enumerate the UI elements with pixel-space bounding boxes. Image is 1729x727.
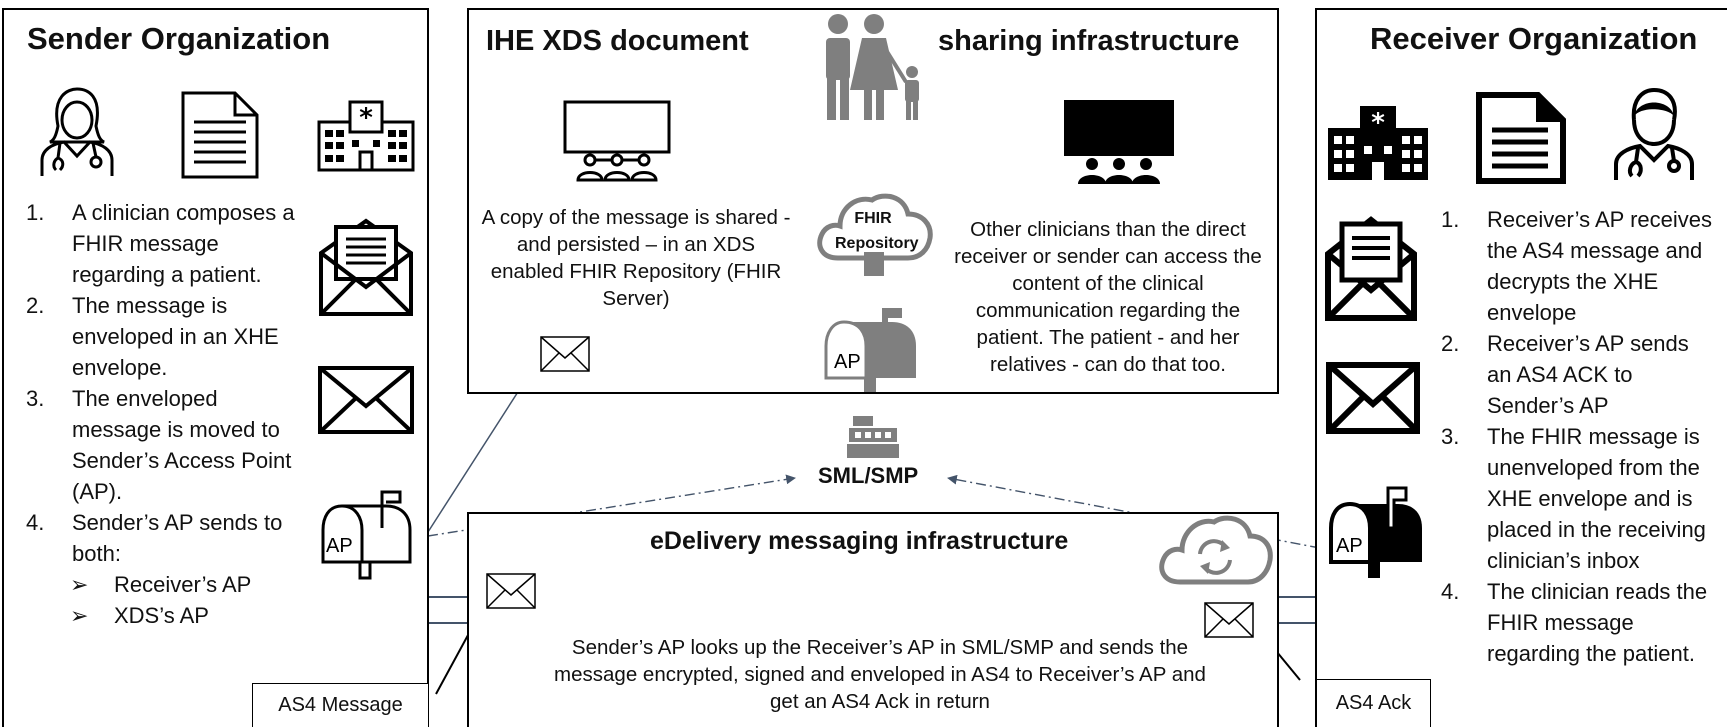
list-item: 1.A clinician composes a FHIR message re… <box>26 200 295 287</box>
as4-ack-label: AS4 Ack <box>1317 679 1431 727</box>
receiver-hospital-icon: * <box>1328 106 1428 180</box>
sender-title: Sender Organization <box>27 21 331 56</box>
xds-envelope-icon <box>540 336 590 372</box>
xds-title-right: sharing infrastructure <box>938 25 1240 57</box>
receiver-mailbox-icon: AP <box>1329 486 1422 578</box>
edelivery-panel <box>467 512 1279 727</box>
male-clinician-icon <box>1614 87 1694 180</box>
presentation-audience-icon <box>563 100 671 182</box>
as4-message-envelope-icon <box>486 573 536 609</box>
sender-steps-list: 1.A clinician composes a FHIR message re… <box>26 197 316 631</box>
presentation-audience-filled-icon <box>1064 100 1174 184</box>
list-item: 4.Sender’s AP sends to both: <box>26 510 283 566</box>
arrow-ap-to-xds <box>427 369 533 533</box>
list-item: 4.The clinician reads the FHIR message r… <box>1441 579 1708 666</box>
edelivery-title: eDelivery messaging infrastructure <box>650 527 1069 555</box>
xds-mailbox-icon: AP <box>824 308 916 392</box>
fhir-repository-label: FHIR Repository <box>835 210 919 252</box>
svg-text:*: * <box>1371 108 1385 138</box>
family-icon <box>826 14 919 120</box>
xds-right-text: Other clinicians than the direct receive… <box>954 218 1262 376</box>
receiver-envelope-icon <box>1326 362 1420 434</box>
list-item: 3.The enveloped message is moved to Send… <box>26 386 292 504</box>
receiver-ap-label: AP <box>1336 535 1363 557</box>
open-letter-icon <box>319 218 413 316</box>
receiver-document-icon <box>1476 92 1566 184</box>
sender-mailbox-icon: AP <box>321 490 412 580</box>
list-item: 1.Receiver’s AP receives the AS4 message… <box>1441 207 1712 325</box>
cash-register-icon <box>847 416 899 458</box>
sml-smp-label: SML/SMP <box>818 463 919 488</box>
fhir-repository-cloud-icon <box>817 193 933 276</box>
receiver-title: Receiver Organization <box>1370 21 1698 56</box>
cloud-sync-icon <box>1159 515 1273 585</box>
sender-ap-label: AP <box>326 535 353 557</box>
as4-ack-envelope-icon <box>1204 602 1254 638</box>
document-icon <box>181 91 259 179</box>
list-item: 2.Receiver’s AP sends an AS4 ACK to Send… <box>1441 331 1689 418</box>
list-item: ➢XDS’s AP <box>70 603 209 628</box>
svg-text:*: * <box>359 103 373 133</box>
list-item: ➢Receiver’s AP <box>70 572 252 597</box>
xds-left-text: A copy of the message is shared - and pe… <box>481 206 791 310</box>
xds-title-left: IHE XDS document <box>486 25 749 57</box>
edelivery-text: Sender’s AP looks up the Receiver’s AP i… <box>554 636 1206 713</box>
as4-message-label: AS4 Message <box>252 683 428 727</box>
receiver-open-letter-icon <box>1325 216 1417 321</box>
xds-ap-label: AP <box>834 351 861 373</box>
envelope-icon <box>318 366 414 434</box>
list-item: 3.The FHIR message is unenveloped from t… <box>1441 424 1706 573</box>
hospital-icon: * <box>317 100 415 172</box>
list-item: 2.The message is enveloped in an XHE env… <box>26 293 279 380</box>
female-clinician-icon <box>40 87 114 176</box>
receiver-steps-list: 1.Receiver’s AP receives the AS4 message… <box>1441 204 1727 669</box>
